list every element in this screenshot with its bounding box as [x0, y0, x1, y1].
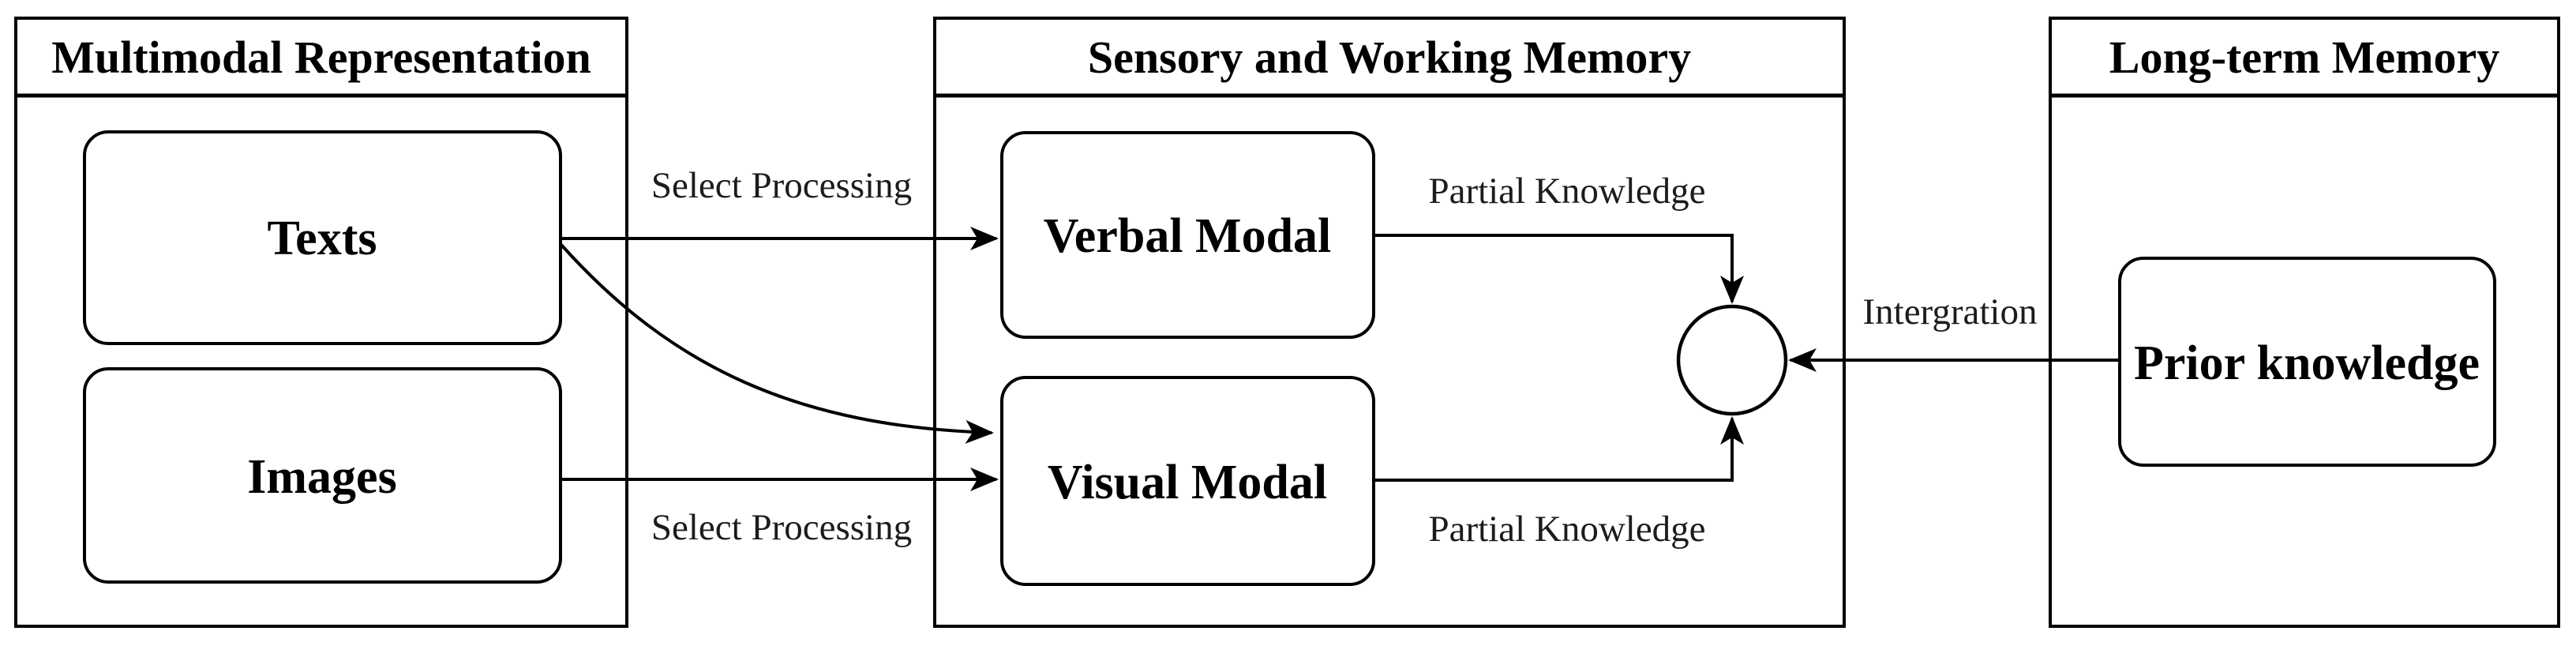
node-images — [83, 367, 562, 584]
panel-sensory-working-memory: Sensory and Working Memory Verbal Modal … — [933, 17, 1846, 628]
panel-multimodal-representation: Multimodal Representation Texts Images — [14, 17, 628, 628]
panel-title: Sensory and Working Memory — [1088, 32, 1691, 83]
edge-label-select-processing-bottom: Select Processing — [651, 507, 912, 548]
edge-label-select-processing-top: Select Processing — [651, 165, 912, 206]
panel-title: Multimodal Representation — [51, 32, 591, 83]
node-visual-modal-label: Visual Modal — [1048, 456, 1327, 509]
node-texts-label: Texts — [268, 212, 377, 265]
node-images-label: Images — [247, 450, 396, 504]
edge-visual-modal-to-circle — [1374, 416, 1744, 482]
node-verbal-modal-label: Verbal Modal — [1044, 209, 1332, 263]
edge-verbal-modal-to-circle — [1374, 234, 1744, 304]
edges — [560, 227, 2120, 491]
panel-long-term-memory: Long-term Memory Prior knowledge — [2049, 17, 2560, 628]
panel-title: Long-term Memory — [2109, 32, 2499, 83]
edge-labels: Select Processing Select Processing Part… — [651, 165, 2038, 550]
node-prior-knowledge-label: Prior knowledge — [2134, 336, 2480, 390]
edge-label-partial-knowledge-top: Partial Knowledge — [1428, 171, 1705, 212]
edge-label-partial-knowledge-bottom: Partial Knowledge — [1428, 509, 1705, 550]
edge-label-intergration: Intergration — [1862, 291, 2037, 332]
edge-texts-to-visual-modal-curved — [560, 243, 994, 444]
merge-junction-circle — [1676, 304, 1788, 416]
